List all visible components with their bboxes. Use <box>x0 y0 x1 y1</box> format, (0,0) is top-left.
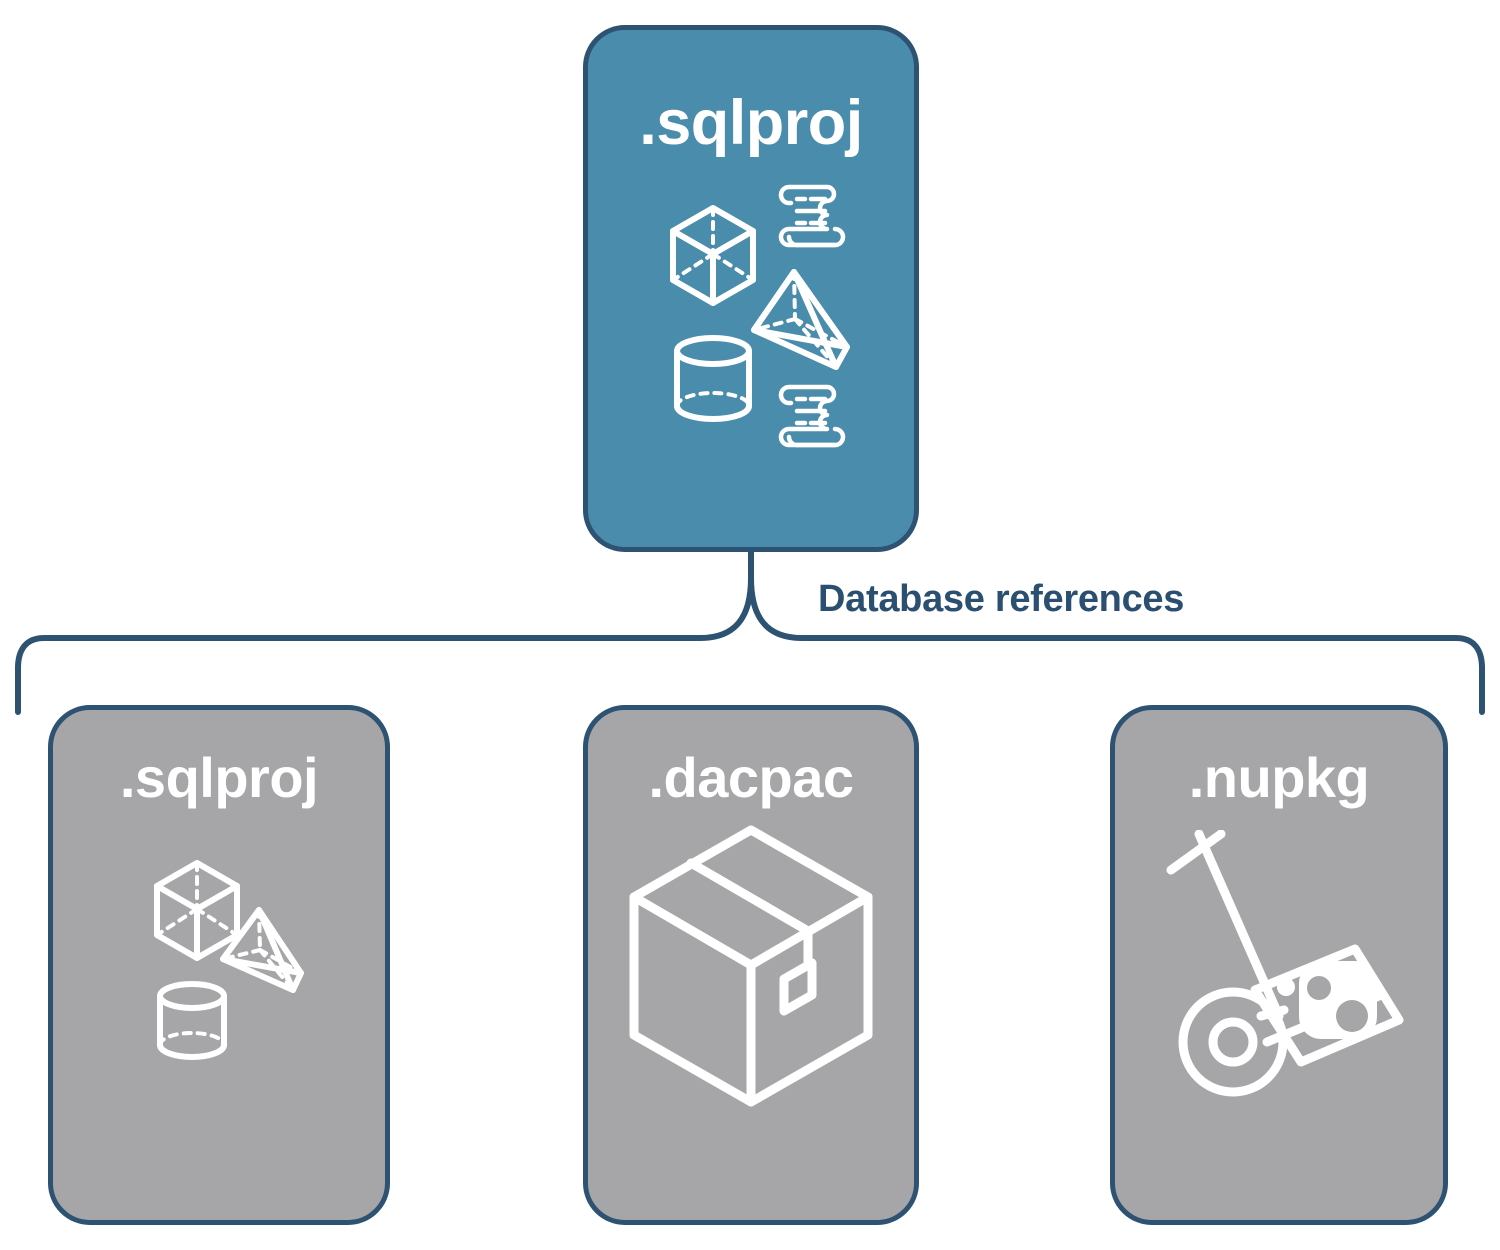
brace-connector <box>15 549 1485 715</box>
cube-3d-icon <box>154 860 240 961</box>
root-icons-svg <box>670 184 850 448</box>
dacpac-icons-svg <box>629 825 873 1107</box>
hand-truck-package-icon <box>1166 830 1404 1097</box>
shipping-box-icon <box>629 825 873 1107</box>
sqlproj-icons-svg <box>154 860 304 1060</box>
pyramid-3d-icon <box>220 907 304 993</box>
package-logo-cutouts <box>1307 976 1368 1032</box>
node-card-child-dacpac[interactable]: .dacpac <box>583 705 919 1225</box>
cylinder-3d-icon <box>674 335 752 422</box>
node-icon-group-dacpac <box>588 825 914 1115</box>
node-title-root-sqlproj: .sqlproj <box>639 88 863 158</box>
cylinder-3d-icon <box>157 981 227 1060</box>
connector-label-database-references: Database references <box>818 578 1185 620</box>
node-card-root-sqlproj[interactable]: .sqlproj <box>583 25 919 552</box>
node-card-child-nupkg[interactable]: .nupkg <box>1110 705 1448 1225</box>
node-title-child-nupkg: .nupkg <box>1188 746 1370 809</box>
pyramid-3d-icon <box>751 269 850 370</box>
node-icon-group-nupkg <box>1115 830 1443 1120</box>
node-title-child-dacpac: .dacpac <box>648 746 854 809</box>
script-scroll-icon <box>778 184 846 248</box>
script-scroll-icon <box>778 384 846 448</box>
nupkg-icons-svg <box>1166 830 1404 1097</box>
cube-3d-icon <box>670 205 756 306</box>
node-icon-group-sqlproj <box>53 855 385 1085</box>
node-icon-group-root <box>588 180 914 450</box>
node-card-child-sqlproj[interactable]: .sqlproj <box>48 705 390 1225</box>
node-title-child-sqlproj: .sqlproj <box>119 746 319 809</box>
